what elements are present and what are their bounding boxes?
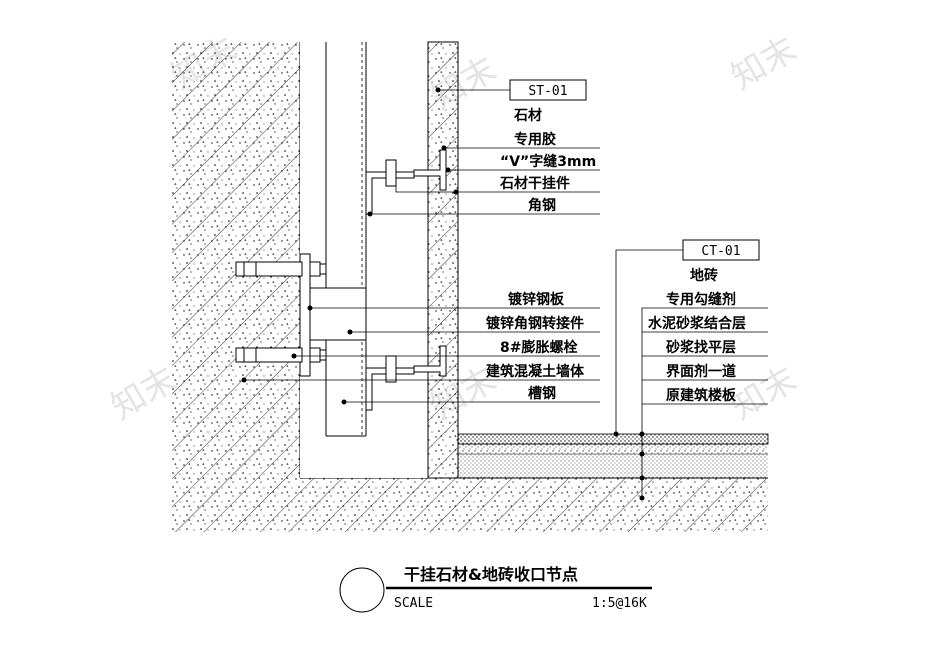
floor-tile-layers <box>457 433 769 478</box>
tile-tag: CT-01 <box>701 244 740 259</box>
watermark-text: 知末 <box>725 359 804 428</box>
stone-tag: ST-01 <box>528 84 567 99</box>
label-floor-slab: 原建筑楼板 <box>666 387 737 404</box>
label-grout: 专用勾缝剂 <box>666 291 736 308</box>
label-galvanized-plate: 镀锌钢板 <box>508 291 565 308</box>
label-v-joint: “V”字缝3mm <box>500 153 596 170</box>
upper-hanger <box>365 149 447 215</box>
lower-hanger <box>365 345 447 411</box>
label-leveling: 砂浆找平层 <box>665 339 736 356</box>
label-primer: 界面剂一道 <box>666 363 736 380</box>
title-circle <box>339 567 385 613</box>
label-adhesive: 专用胶 <box>514 131 556 148</box>
angle-adapter <box>309 287 367 341</box>
label-channel-steel: 槽钢 <box>528 385 556 402</box>
leader-lines <box>244 89 768 500</box>
label-stone: 石材 <box>513 107 542 124</box>
stone-panel <box>427 41 459 479</box>
label-angle-steel: 角钢 <box>528 197 556 214</box>
floor-labels: 地砖 专用勾缝剂 水泥砂浆结合层 砂浆找平层 界面剂一道 原建筑楼板 <box>648 267 746 404</box>
label-floor-tile: 地砖 <box>690 267 718 284</box>
watermark-text: 知末 <box>105 359 184 428</box>
drawing-title: 干挂石材&地砖收口节点 <box>404 565 578 584</box>
floor-slab <box>172 477 768 532</box>
label-stone-hanger: 石材干挂件 <box>499 175 570 192</box>
scale-value: 1:5@16K <box>592 596 647 611</box>
cavity <box>300 42 428 478</box>
concrete-wall <box>172 42 301 478</box>
stone-labels: 石材 专用胶 “V”字缝3mm 石材干挂件 角钢 镀锌钢板 镀锌角钢转接件 8#… <box>486 107 596 402</box>
leader-dots <box>241 87 645 501</box>
scale-label: SCALE <box>394 596 433 611</box>
label-mortar-bond: 水泥砂浆结合层 <box>648 315 746 332</box>
title-block: 干挂石材&地砖收口节点 SCALE 1:5@16K <box>339 565 652 613</box>
label-concrete-wall: 建筑混凝土墙体 <box>486 363 585 380</box>
label-angle-adapter: 镀锌角钢转接件 <box>486 315 584 332</box>
expansion-bolts <box>235 253 327 377</box>
label-expansion-bolt: 8#膨胀螺栓 <box>500 339 577 356</box>
watermark-text: 知末 <box>725 29 804 98</box>
